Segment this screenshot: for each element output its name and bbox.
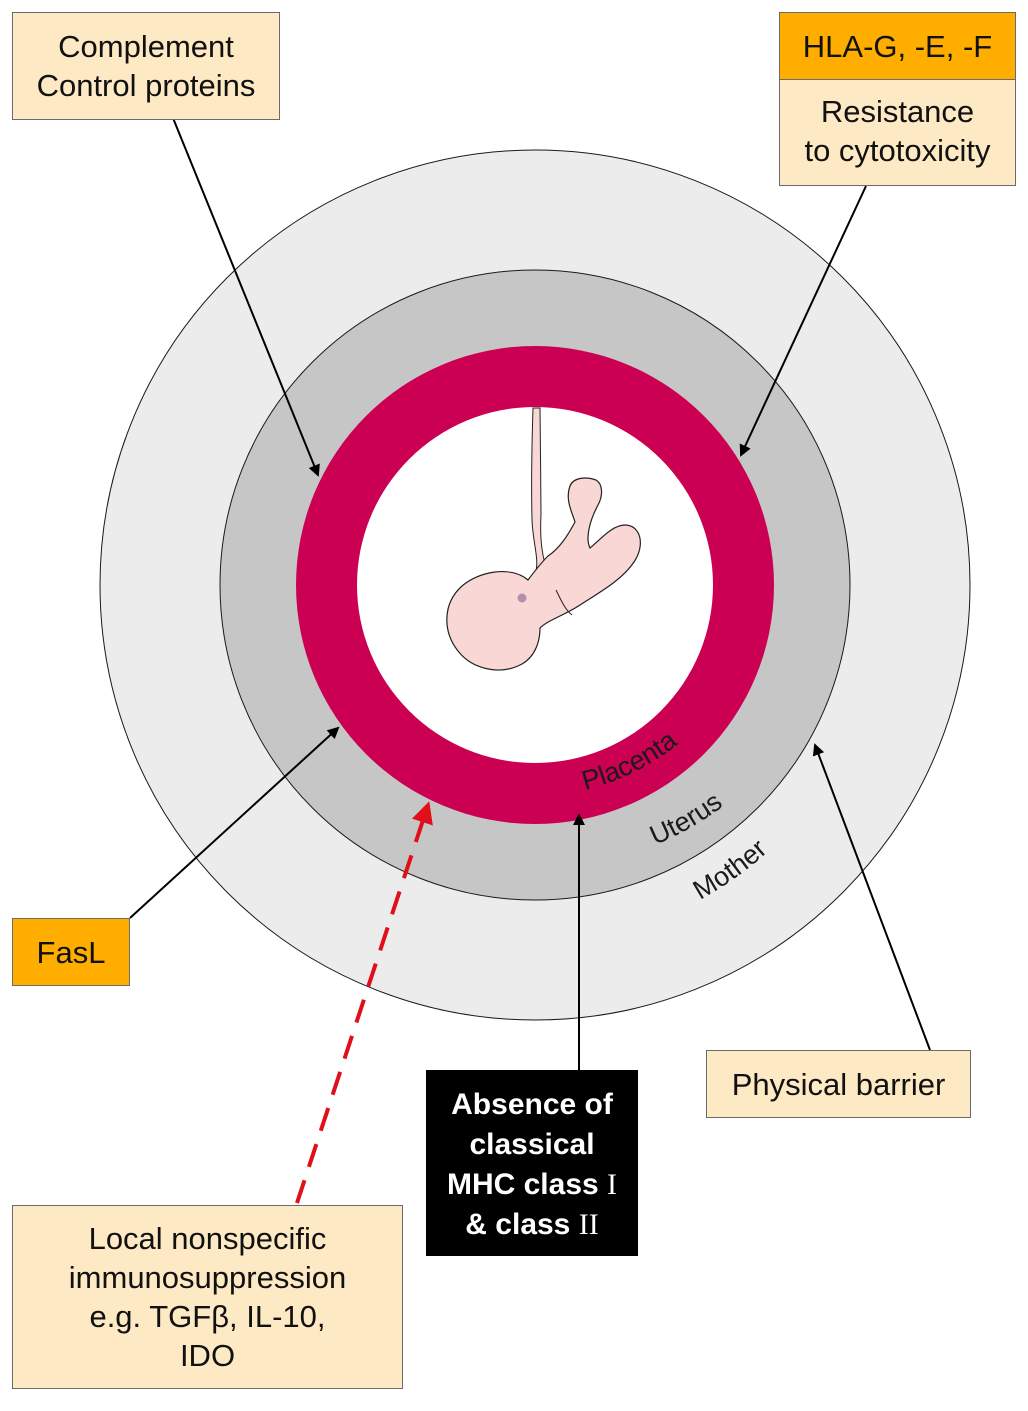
mhc-class-two-numeral: II — [579, 1208, 599, 1241]
local-immunosuppression-box: Local nonspecific immunosuppression e.g.… — [12, 1205, 403, 1389]
fetus-eye — [518, 594, 527, 603]
fasl-text: FasL — [13, 933, 129, 972]
hla-header-box: HLA-G, -E, -F — [779, 12, 1016, 80]
local-line-1: Local nonspecific — [13, 1219, 402, 1258]
hla-line-1: Resistance — [780, 92, 1015, 131]
mhc-class-one-numeral: I — [607, 1168, 617, 1201]
local-line-4: IDO — [13, 1336, 402, 1375]
complement-control-box: Complement Control proteins — [12, 12, 280, 120]
hla-header-text: HLA-G, -E, -F — [780, 27, 1015, 66]
local-line-2: immunosuppression — [13, 1258, 402, 1297]
mhc-line-4: & class II — [427, 1205, 637, 1245]
physical-barrier-box: Physical barrier — [706, 1050, 971, 1118]
fasl-box: FasL — [12, 918, 130, 986]
mhc-line-3: MHC class I — [427, 1165, 637, 1205]
physical-barrier-text: Physical barrier — [707, 1065, 970, 1104]
mhc-absence-box: Absence of classical MHC class I & class… — [426, 1070, 638, 1256]
mhc-line-2: classical — [427, 1125, 637, 1165]
mhc-line-3-text: MHC class — [447, 1168, 607, 1201]
resistance-cytotoxicity-box: Resistance to cytotoxicity — [779, 79, 1016, 186]
complement-line-1: Complement — [13, 27, 279, 66]
mhc-line-1: Absence of — [427, 1085, 637, 1125]
complement-line-2: Control proteins — [13, 66, 279, 105]
hla-line-2: to cytotoxicity — [780, 131, 1015, 170]
local-line-3: e.g. TGFβ, IL-10, — [13, 1297, 402, 1336]
mhc-line-4-text: & class — [465, 1208, 578, 1241]
